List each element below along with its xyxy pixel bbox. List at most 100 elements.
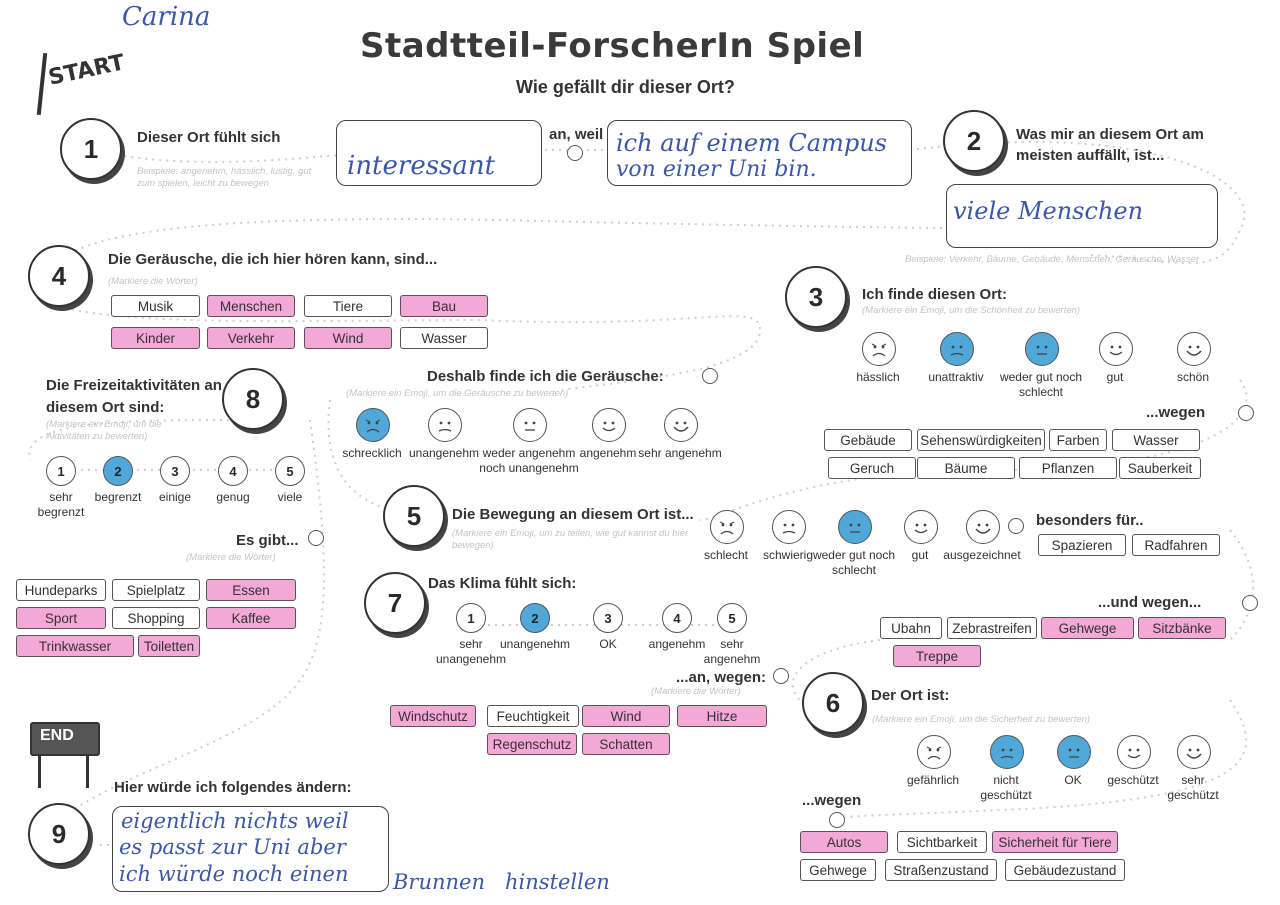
s8-question-line2: diesem Ort sind: (46, 399, 165, 416)
s9-question: Hier würde ich folgendes ändern: (114, 779, 352, 796)
s3-label: weder gut noch schlecht (999, 370, 1083, 399)
s8-option-1[interactable]: 1 (46, 456, 76, 486)
s6-trail-dot (829, 812, 845, 828)
s8-tag[interactable]: Shopping (112, 607, 200, 629)
s4-tag[interactable]: Bau (400, 295, 488, 317)
s8-tag[interactable]: Sport (16, 607, 106, 629)
s4-smile-face-icon[interactable] (592, 408, 626, 442)
s4-happy-face-icon[interactable] (664, 408, 698, 442)
s8-option-2[interactable]: 2 (103, 456, 133, 486)
s2-hint: Beispiele: Verkehr, Bäume, Gebäude, Mens… (905, 254, 1200, 265)
s6-label: geschützt (1107, 773, 1159, 787)
step-1-circle: 1 (60, 118, 122, 180)
s2-answer-box[interactable]: viele Menschen (946, 184, 1218, 248)
s5a-tag[interactable]: Radfahren (1132, 534, 1220, 556)
s6-meh-face-icon[interactable] (990, 735, 1024, 769)
s6-happy-face-icon[interactable] (1177, 735, 1211, 769)
s7-option-3[interactable]: 3 (593, 603, 623, 633)
s9-answer-box[interactable]: eigentlich nichts weil es passt zur Uni … (112, 806, 389, 892)
s3-happy-face-icon[interactable] (1177, 332, 1211, 366)
s3-tag[interactable]: Pflanzen (1019, 457, 1117, 479)
s8-tag[interactable]: Kaffee (206, 607, 296, 629)
s6-neutral-face-icon[interactable] (1057, 735, 1091, 769)
s4-tag[interactable]: Tiere (304, 295, 392, 317)
s8-option-4[interactable]: 4 (218, 456, 248, 486)
s7-option-2[interactable]: 2 (520, 603, 550, 633)
s6-tag[interactable]: Gehwege (800, 859, 876, 881)
s7-option-5[interactable]: 5 (717, 603, 747, 633)
s7-tag[interactable]: Feuchtigkeit (487, 705, 579, 727)
s5-smile-face-icon[interactable] (904, 510, 938, 544)
s7-tag[interactable]: Schatten (582, 733, 670, 755)
s4-tag[interactable]: Menschen (207, 295, 295, 317)
s7-option-4[interactable]: 4 (662, 603, 692, 633)
s6-tag[interactable]: Sichtbarkeit (897, 831, 987, 853)
s6-tag[interactable]: Straßenzustand (885, 859, 997, 881)
s7-tag[interactable]: Windschutz (390, 705, 476, 727)
s7-tag[interactable]: Hitze (677, 705, 767, 727)
s8-label: viele (277, 490, 303, 504)
s5b-tag[interactable]: Ubahn (880, 617, 942, 639)
s4-sad-face-icon[interactable] (356, 408, 390, 442)
s3-neutral-face-icon[interactable] (1025, 332, 1059, 366)
s1-trail-dot (567, 145, 583, 161)
s3-tag[interactable]: Gebäude (824, 429, 912, 451)
s3-smile-face-icon[interactable] (1099, 332, 1133, 366)
s6-smile-face-icon[interactable] (1117, 735, 1151, 769)
s2-question-line1: Was mir an diesem Ort am (1016, 126, 1204, 143)
s3-label: schön (1176, 370, 1210, 384)
s1-reason-box[interactable]: ich auf einem Campus von einer Uni bin. (607, 120, 912, 186)
s8-tag[interactable]: Toiletten (138, 635, 200, 657)
s1-answer-box[interactable]: interessant (336, 120, 542, 186)
s3-tag[interactable]: Geruch (828, 457, 916, 479)
s4-question2: Deshalb finde ich die Geräusche: (427, 368, 664, 385)
s4-tag[interactable]: Wind (304, 327, 392, 349)
s4-tag[interactable]: Verkehr (207, 327, 295, 349)
s7-option-1[interactable]: 1 (456, 603, 486, 633)
s3-label: unattraktiv (928, 370, 984, 384)
s5b-tag[interactable]: Zebrastreifen (947, 617, 1037, 639)
s3-meh-face-icon[interactable] (940, 332, 974, 366)
s3-tag[interactable]: Sehenswürdigkeiten (917, 429, 1045, 451)
s4-tag[interactable]: Musik (111, 295, 200, 317)
s4-meh-face-icon[interactable] (428, 408, 462, 442)
s5-trail-dot (1008, 518, 1024, 534)
s3-tag[interactable]: Sauberkeit (1119, 457, 1201, 479)
s3-tag[interactable]: Farben (1049, 429, 1107, 451)
s1-connector: an, weil (549, 126, 604, 143)
s5-hint: (Markiere ein Emoji, um zu teilen, wie g… (452, 528, 689, 551)
s5b-tag[interactable]: Gehwege (1041, 617, 1134, 639)
s8-tag[interactable]: Trinkwasser (16, 635, 134, 657)
step-2-circle: 2 (943, 110, 1005, 172)
s5-meh-face-icon[interactable] (772, 510, 806, 544)
s3-tag[interactable]: Wasser (1112, 429, 1200, 451)
s4-tag[interactable]: Wasser (400, 327, 488, 349)
page-subtitle: Wie gefällt dir dieser Ort? (516, 77, 735, 97)
s6-label: sehr geschützt (1167, 773, 1219, 802)
s8-tag[interactable]: Spielplatz (112, 579, 200, 601)
s3-sad-face-icon[interactable] (862, 332, 896, 366)
s4-label: angenehm (579, 446, 637, 460)
s4-tag[interactable]: Kinder (111, 327, 200, 349)
s8-trail-dot (308, 530, 324, 546)
s6-tag[interactable]: Autos (800, 831, 888, 853)
s5-neutral-face-icon[interactable] (838, 510, 872, 544)
s3-tag[interactable]: Bäume (917, 457, 1015, 479)
s5-happy-face-icon[interactable] (966, 510, 1000, 544)
s5a-tag[interactable]: Spazieren (1038, 534, 1126, 556)
s8-tag[interactable]: Hundeparks (16, 579, 106, 601)
s6-tag[interactable]: Sicherheit für Tiere (992, 831, 1118, 853)
s6-tag[interactable]: Gebäudezustand (1005, 859, 1125, 881)
s5b-tag[interactable]: Treppe (893, 645, 981, 667)
s6-sad-face-icon[interactable] (917, 735, 951, 769)
s5-sad-face-icon[interactable] (710, 510, 744, 544)
s8-option-5[interactable]: 5 (275, 456, 305, 486)
s8-tag[interactable]: Essen (206, 579, 296, 601)
s5-label: schwierig (762, 548, 813, 562)
s7-hint: (Markiere die Wörter) (651, 686, 741, 697)
s7-tag[interactable]: Wind (582, 705, 670, 727)
s7-tag[interactable]: Regenschutz (487, 733, 577, 755)
s5b-tag[interactable]: Sitzbänke (1138, 617, 1226, 639)
s8-option-3[interactable]: 3 (160, 456, 190, 486)
s4-neutral-face-icon[interactable] (513, 408, 547, 442)
